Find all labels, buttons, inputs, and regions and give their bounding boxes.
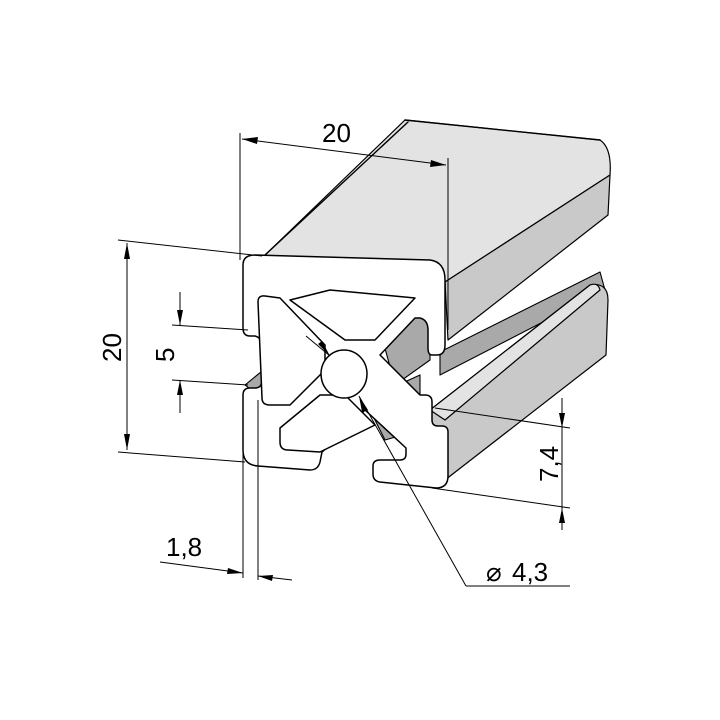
dim-slot-width: 5 — [150, 292, 249, 413]
bore-diameter-symbol: ⌀ — [486, 557, 502, 587]
dim-label-slot: 5 — [150, 348, 180, 362]
right-upper-face — [444, 174, 611, 341]
dim-height-left: 20 — [97, 239, 263, 463]
front-face — [242, 254, 449, 489]
dim-slot-depth: 7,4 — [431, 398, 571, 530]
dim-width-top: 20 — [239, 118, 449, 330]
dim-bore-diameter: ⌀ 4,3 — [305, 335, 570, 587]
dim-label-height: 20 — [97, 333, 127, 362]
dim-wall-thickness: 1,8 — [159, 395, 293, 581]
dim-label-thickness: 1,8 — [166, 532, 202, 562]
dim-label-width: 20 — [322, 118, 351, 148]
center-bore — [320, 349, 368, 399]
dim-label-depth: 7,4 — [534, 446, 564, 482]
dim-label-bore: 4,3 — [512, 557, 548, 587]
